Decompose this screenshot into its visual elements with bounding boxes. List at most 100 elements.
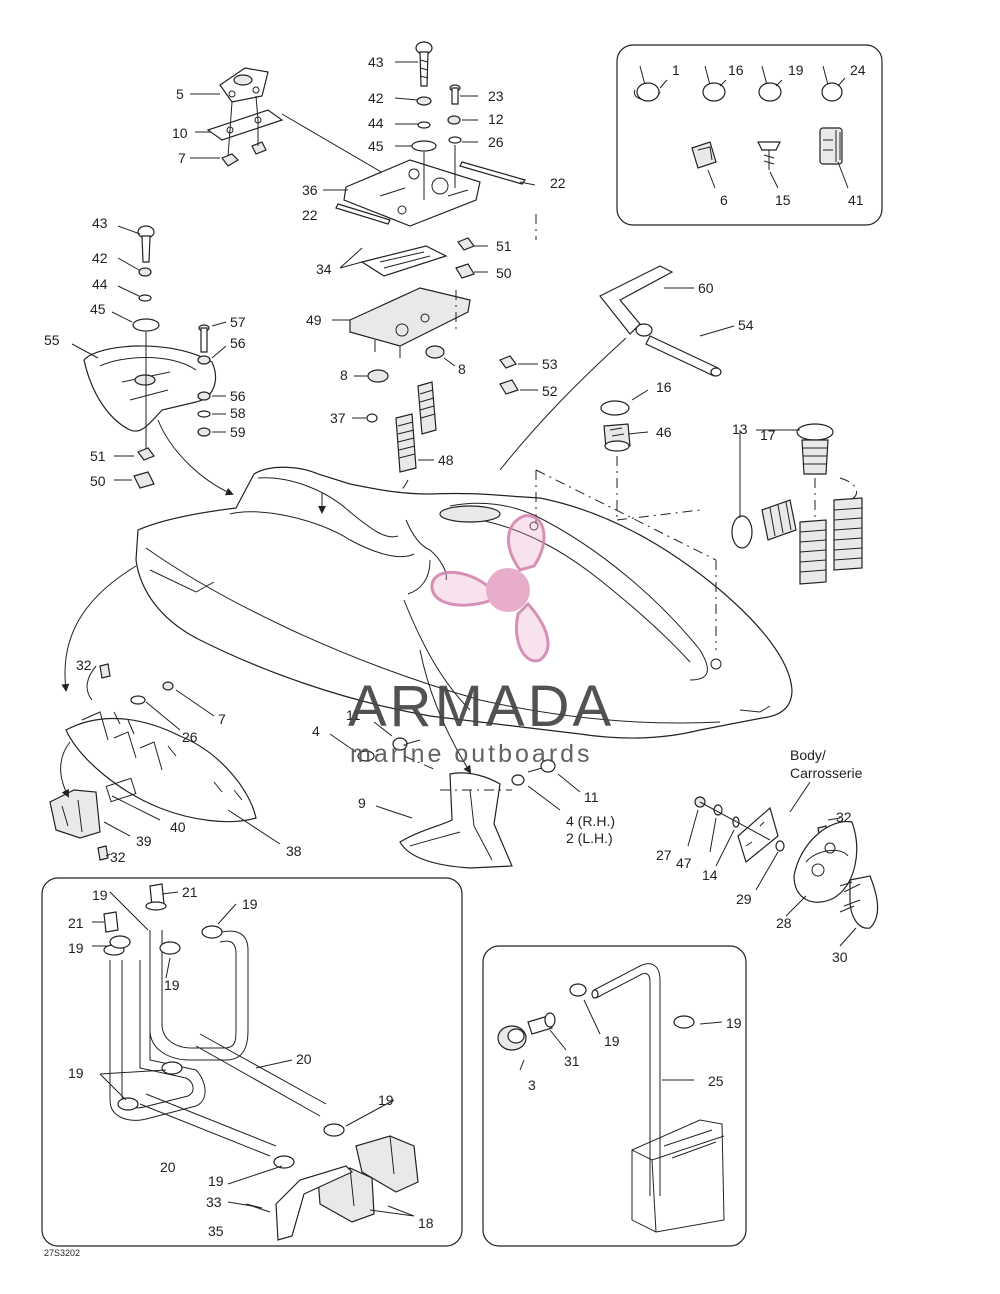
callout-31: 31 bbox=[564, 1053, 580, 1069]
clamps-inset-box bbox=[616, 44, 883, 226]
callout-14: 14 bbox=[702, 867, 718, 883]
hook-5-drawing bbox=[219, 67, 269, 103]
washer-45-top bbox=[411, 140, 437, 152]
clamp-19-drawing bbox=[758, 65, 782, 102]
hose-loop-drawing bbox=[109, 930, 327, 1157]
callout-34: 34 bbox=[316, 261, 332, 277]
callout-13: 13 bbox=[732, 421, 748, 437]
hose-inset-box bbox=[41, 877, 463, 1247]
callout-22-left: 22 bbox=[302, 207, 318, 223]
tank-drawing bbox=[631, 1119, 725, 1233]
vent-inset-box bbox=[482, 945, 747, 1247]
screw-23-drawing bbox=[449, 84, 461, 105]
callout-4: 4 bbox=[312, 723, 320, 739]
callout-29: 29 bbox=[736, 891, 752, 907]
callout-36: 36 bbox=[302, 182, 318, 198]
clip-41-drawing bbox=[819, 127, 843, 165]
callout-16-mid: 16 bbox=[656, 379, 672, 395]
callout-38: 38 bbox=[286, 843, 302, 859]
callout-19-hose-a: 19 bbox=[92, 887, 108, 903]
callout-7-top: 7 bbox=[178, 150, 186, 166]
boot-13-side-drawing bbox=[731, 499, 797, 549]
handle-30-drawing bbox=[839, 875, 879, 929]
callout-23: 23 bbox=[488, 88, 504, 104]
callout-37: 37 bbox=[330, 410, 346, 426]
callout-6: 6 bbox=[720, 192, 728, 208]
callout-11-right: 11 bbox=[584, 789, 599, 805]
bolt-43-left-drawing bbox=[137, 225, 155, 263]
callout-40: 40 bbox=[170, 819, 186, 835]
handle-60-drawing bbox=[599, 265, 674, 337]
callout-50-left: 50 bbox=[90, 473, 106, 489]
screw-11-right-drawing bbox=[527, 759, 556, 773]
fitting-31-drawing bbox=[527, 1012, 556, 1035]
callout-52: 52 bbox=[542, 383, 558, 399]
rail-38-drawing bbox=[65, 711, 257, 823]
callout-41: 41 bbox=[848, 192, 864, 208]
callout-21-a: 21 bbox=[182, 884, 198, 900]
callout-26-left: 26 bbox=[182, 729, 198, 745]
callout-3: 3 bbox=[528, 1077, 536, 1093]
callout-26-top: 26 bbox=[488, 134, 504, 150]
callout-17: 17 bbox=[760, 427, 776, 443]
cover-28-drawing bbox=[793, 821, 858, 903]
washer-56-bottom bbox=[197, 391, 211, 401]
clamp-19-vent-b bbox=[673, 1015, 695, 1029]
nut-53 bbox=[499, 355, 517, 369]
gasket-34-drawing bbox=[360, 245, 448, 277]
screw-37 bbox=[366, 413, 378, 423]
washer-45-left bbox=[132, 318, 160, 332]
callout-42-top: 42 bbox=[368, 90, 384, 106]
callout-27: 27 bbox=[656, 847, 672, 863]
callout-19-hose-d: 19 bbox=[164, 977, 180, 993]
callout-5: 5 bbox=[176, 86, 184, 102]
callout-48: 48 bbox=[438, 452, 454, 468]
callout-45-top: 45 bbox=[368, 138, 384, 154]
screw-15-drawing bbox=[757, 141, 781, 170]
lockwasher-42-left bbox=[138, 267, 152, 277]
strip-22-right bbox=[459, 161, 527, 185]
body-label-line2: Carrosserie bbox=[790, 765, 863, 781]
tube-25-drawing bbox=[591, 963, 661, 1196]
clamp-19-vent-a bbox=[569, 983, 587, 997]
callout-32-bottom: 32 bbox=[110, 849, 126, 865]
callout-56-bottom: 56 bbox=[230, 388, 246, 404]
washer-44-top bbox=[417, 121, 431, 129]
bolt-57-drawing bbox=[198, 324, 210, 353]
boot-13-top-drawing bbox=[796, 423, 834, 475]
callout-19-hose-g: 19 bbox=[208, 1173, 224, 1189]
body-section bbox=[737, 806, 779, 864]
callout-58: 58 bbox=[230, 405, 246, 421]
callout-45-left: 45 bbox=[90, 301, 106, 317]
callout-50-top: 50 bbox=[496, 265, 512, 281]
plate-10-drawing bbox=[206, 109, 284, 141]
callout-28: 28 bbox=[776, 915, 792, 931]
callout-7-left: 7 bbox=[218, 711, 226, 727]
callout-20-b: 20 bbox=[160, 1159, 176, 1175]
callout-54: 54 bbox=[738, 317, 754, 333]
grommet-8-right bbox=[425, 345, 445, 359]
washer-29 bbox=[775, 840, 785, 852]
nut-50-top bbox=[455, 263, 475, 279]
bellows-48-drawing bbox=[395, 381, 437, 473]
clip-32-top bbox=[99, 663, 111, 679]
callout-19-hose-b: 19 bbox=[68, 940, 84, 956]
callout-32-top: 32 bbox=[76, 657, 92, 673]
washer-4-right bbox=[511, 774, 525, 786]
drawing-number: 27S3202 bbox=[44, 1248, 80, 1258]
callout-35: 35 bbox=[208, 1223, 224, 1239]
grommet-8-left bbox=[367, 369, 389, 383]
bracket-35-drawing bbox=[275, 1165, 354, 1241]
nut-51-top bbox=[457, 237, 475, 251]
callout-16: 16 bbox=[728, 62, 744, 78]
callout-33: 33 bbox=[206, 1194, 222, 1210]
callout-42-left: 42 bbox=[92, 250, 108, 266]
nut-51-left bbox=[137, 447, 155, 461]
callout-39: 39 bbox=[136, 833, 152, 849]
watermark-subtitle: marine outboards bbox=[350, 740, 593, 768]
washer-26-top bbox=[448, 136, 462, 144]
callout-32-right: 32 bbox=[836, 809, 852, 825]
callout-2-lh: 2 (L.H.) bbox=[566, 830, 613, 846]
lockwasher-12 bbox=[447, 115, 461, 125]
